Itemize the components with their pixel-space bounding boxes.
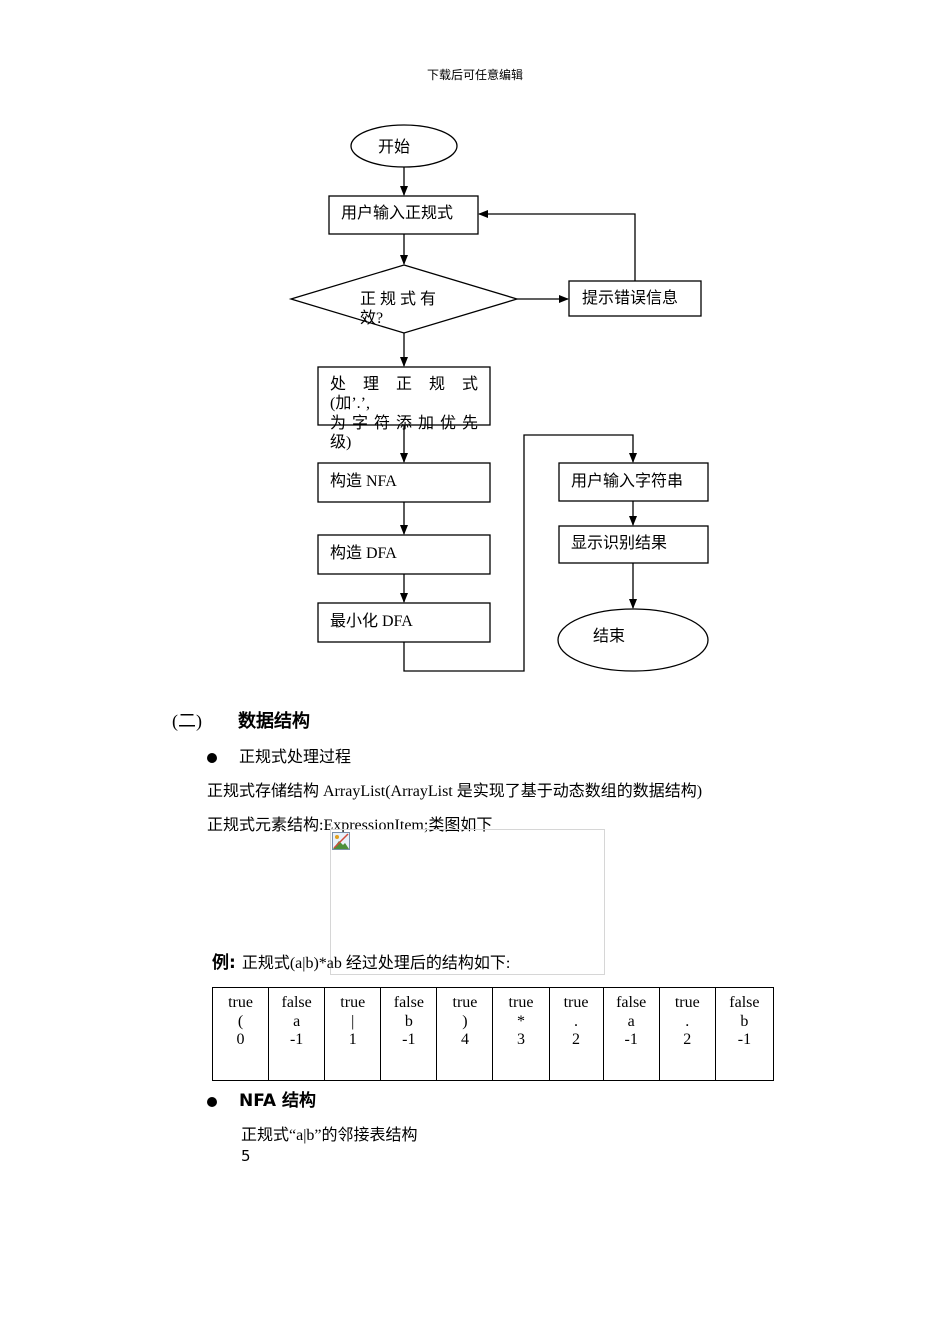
minimize-dfa-label: 最小化 DFA	[330, 612, 413, 630]
cell-priority: 2	[683, 1031, 692, 1048]
cell-priority: 0	[236, 1031, 245, 1048]
input-regex-label: 用户输入正规式	[341, 204, 453, 222]
cell-flag: false	[729, 994, 760, 1011]
example-line: 例: 正规式(a|b)*ab 经过处理后的结构如下:	[212, 948, 510, 973]
valid-label-line1: 正 规 式 有	[360, 290, 436, 308]
input-string-label: 用户输入字符串	[571, 472, 683, 490]
cell-flag: false	[281, 994, 312, 1011]
cell-char: .	[574, 1012, 579, 1030]
paragraph-storage: 正规式存储结构 ArrayList(ArrayList 是实现了基于动态数组的数…	[207, 783, 703, 800]
class-diagram-image-placeholder	[330, 829, 605, 975]
paragraph-adjacency: 正规式“a|b”的邻接表结构	[241, 1127, 418, 1144]
cell-priority: -1	[624, 1031, 638, 1048]
cell-priority: 4	[460, 1031, 469, 1048]
cell-char: |	[351, 1012, 355, 1030]
cell-char: a	[627, 1012, 635, 1030]
section-heading: (二) 数据结构	[172, 707, 310, 733]
cell-priority: -1	[402, 1031, 416, 1048]
flowchart: 开始 用户输入正规式 正 规 式 有 效? 提示错误信息 处 理 正 规 式 (…	[288, 124, 709, 672]
cell-char: *	[516, 1012, 525, 1030]
cell-char: b	[740, 1012, 749, 1030]
cell-priority: 1	[348, 1031, 357, 1048]
cell-char: b	[404, 1012, 413, 1030]
table-cell: true|1	[324, 987, 382, 1081]
end-node	[557, 608, 709, 672]
build-dfa-label: 构造 DFA	[330, 544, 397, 562]
end-label: 结束	[593, 627, 625, 645]
cell-char: a	[293, 1012, 301, 1030]
valid-label-line2: 效?	[360, 309, 383, 327]
cell-flag: true	[340, 994, 366, 1011]
bullet-item-nfa: NFA 结构	[207, 1086, 316, 1111]
cell-priority: 3	[516, 1031, 525, 1048]
cell-flag: true	[452, 994, 478, 1011]
process-label-line1: 处 理 正 规 式	[330, 375, 478, 393]
table-cell: true(0	[211, 987, 270, 1081]
page-number: 5	[241, 1147, 251, 1165]
show-result-label: 显示识别结果	[571, 534, 667, 552]
cell-flag: true	[508, 994, 534, 1011]
process-label-line4: 级)	[330, 433, 351, 451]
start-label: 开始	[378, 138, 410, 156]
cell-flag: false	[393, 994, 424, 1011]
cell-char: .	[685, 1012, 690, 1030]
build-nfa-label: 构造 NFA	[330, 472, 397, 490]
table-cell: true*3	[492, 987, 550, 1081]
example-text: 正规式(a|b)*ab 经过处理后的结构如下:	[241, 955, 511, 972]
process-label-line2: (加’.’,	[330, 394, 370, 412]
cell-flag: true	[228, 994, 253, 1011]
section-number: (二)	[172, 711, 202, 731]
section-title: 数据结构	[238, 711, 310, 731]
cell-char: )	[462, 1012, 468, 1030]
cell-flag: true	[674, 994, 700, 1011]
error-msg-label: 提示错误信息	[582, 289, 678, 307]
bullet-dot-icon	[207, 1097, 217, 1108]
table-cell: true.2	[658, 987, 716, 1081]
arrow-error-input	[478, 210, 636, 281]
example-label: 例:	[212, 953, 236, 973]
page-header: 下载后可任意编辑	[426, 68, 523, 82]
cell-char: (	[237, 1012, 244, 1030]
arrow-min-inputstring	[403, 434, 637, 672]
table-cell: true.2	[548, 987, 604, 1081]
bullet-dot-icon	[207, 753, 217, 764]
cell-flag: true	[563, 994, 589, 1011]
cell-priority: -1	[737, 1031, 752, 1048]
process-label-line3: 为 字 符 添 加 优 先	[330, 414, 478, 432]
bullet-item-regex-process: 正规式处理过程	[207, 743, 351, 767]
bullet-label: NFA 结构	[239, 1091, 316, 1111]
cell-priority: -1	[289, 1031, 304, 1048]
cell-flag: false	[616, 994, 647, 1011]
bullet-label: 正规式处理过程	[239, 749, 352, 766]
table-cell: true)4	[436, 987, 494, 1081]
broken-image-icon	[332, 832, 350, 850]
cell-priority: 2	[572, 1031, 581, 1048]
